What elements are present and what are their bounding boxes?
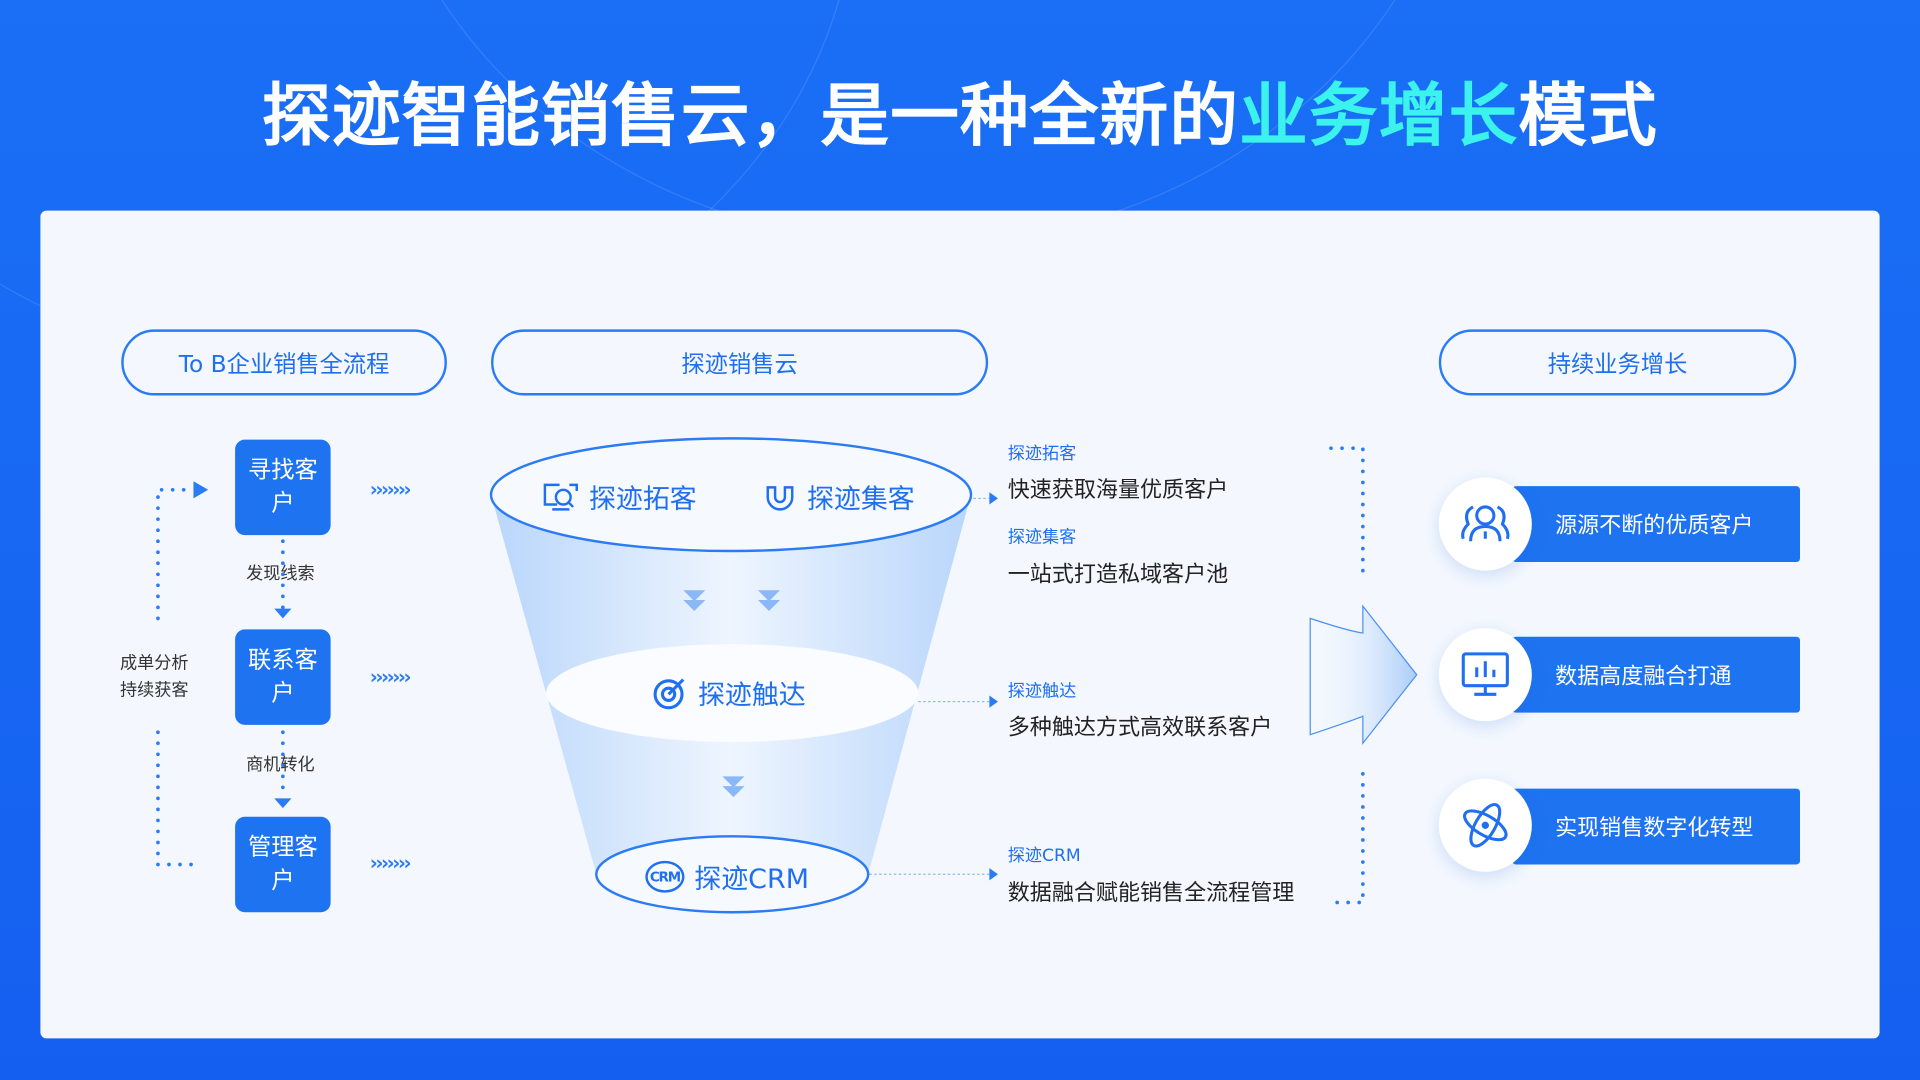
funnel-item-tuoke: 探迹拓客: [542, 478, 697, 517]
loop-label: 成单分析: [120, 653, 189, 674]
desc-label: 探迹集客: [1007, 527, 1077, 548]
people-icon: [1438, 477, 1532, 571]
header-growth: 持续业务增长: [1438, 329, 1797, 396]
funnel-item-jike: 探迹集客: [763, 478, 915, 517]
funnel-item-chuda: 探迹触达: [651, 673, 806, 712]
chevrons: ›››››››: [369, 851, 412, 875]
desc-label: 探迹触达: [1007, 682, 1077, 702]
magnet-icon: [766, 486, 794, 511]
search-screen-icon: [543, 483, 578, 511]
chevrons: ›››››››: [369, 477, 412, 501]
transition-label: 发现线索: [246, 564, 315, 585]
crm-icon: CRM: [645, 860, 685, 893]
desc-label: 探迹CRM: [1007, 846, 1081, 866]
outcome-quality-customers: 源源不断的优质客户: [1512, 486, 1801, 563]
page-title: 探迹智能销售云，是一种全新的业务增长模式: [262, 77, 1658, 157]
loop-label: 持续获客: [120, 680, 189, 701]
desc-text: 数据融合赋能销售全流程管理: [1007, 880, 1295, 907]
step-find-customer: 寻找客户: [235, 439, 331, 536]
desc-label: 探迹拓客: [1007, 444, 1077, 465]
chevrons: ›››››››: [369, 664, 412, 689]
outcome-digital-transform: 实现销售数字化转型: [1512, 788, 1801, 865]
atom-icon: [1438, 778, 1532, 872]
step-manage-customer: 管理客户: [235, 816, 331, 913]
title-highlight: 业务增长: [1239, 77, 1519, 157]
monitor-chart-icon: [1438, 628, 1532, 722]
desc-text: 多种触达方式高效联系客户: [1007, 715, 1273, 741]
outcome-data-integration: 数据高度融合打通: [1512, 636, 1801, 713]
transition-label: 商机转化: [246, 755, 315, 776]
target-icon: [653, 678, 685, 710]
step-contact-customer: 联系客户: [235, 629, 331, 725]
desc-text: 快速获取海量优质客户: [1007, 477, 1229, 504]
header-cloud: 探迹销售云: [491, 329, 989, 396]
desc-text: 一站式打造私域客户池: [1007, 562, 1229, 588]
header-process: To B企业销售全流程: [121, 329, 447, 396]
funnel-item-crm: CRM 探迹CRM: [645, 857, 809, 896]
growth-arrow: [1309, 604, 1418, 746]
